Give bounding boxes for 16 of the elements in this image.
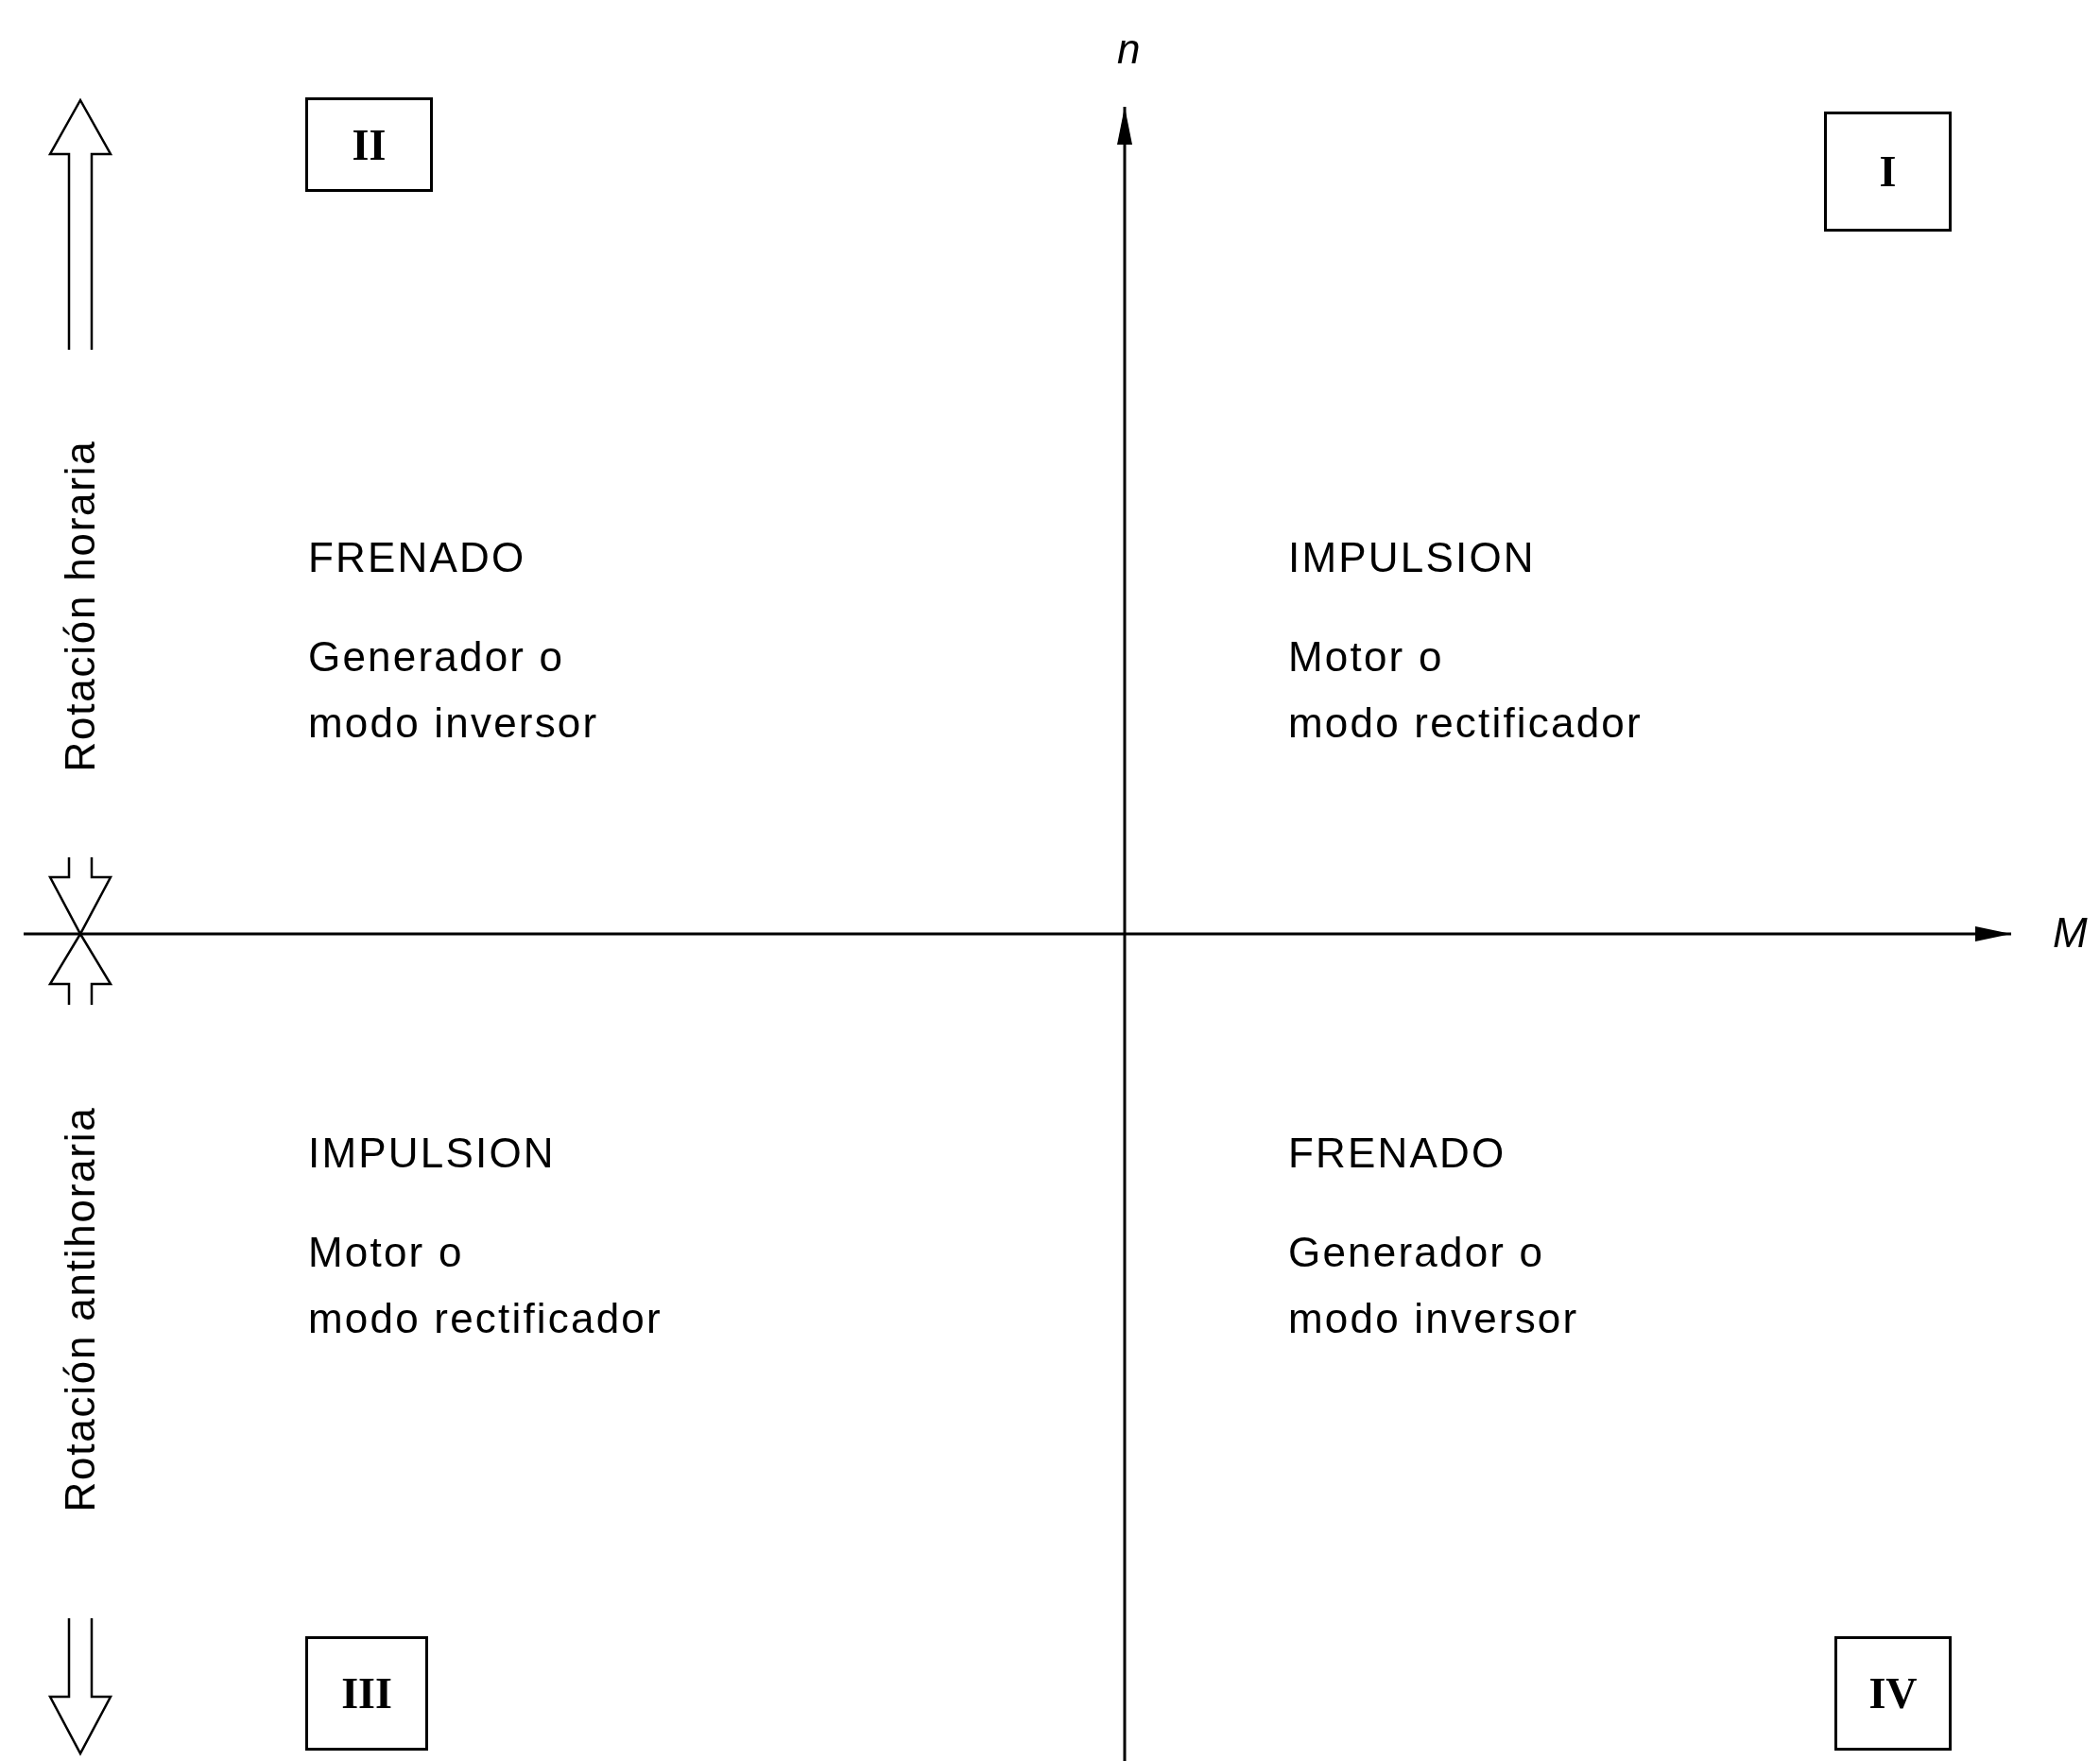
- quadrant-number-box: II: [305, 97, 433, 192]
- axis-label: n: [1117, 28, 1141, 70]
- quadrant-number-box: I: [1824, 112, 1952, 232]
- mode-description: Generador o modo inversor: [308, 632, 599, 749]
- rotation-label: Rotación antihoraria: [60, 1106, 101, 1512]
- quadrant-number-box: IV: [1834, 1636, 1952, 1751]
- mode-heading: FRENADO: [308, 537, 526, 578]
- mode-heading: FRENADO: [1288, 1132, 1506, 1174]
- mode-description: Motor o modo rectificador: [1288, 632, 1643, 749]
- rotation-label: Rotación horaria: [60, 440, 101, 772]
- quadrant-number-box: III: [305, 1636, 428, 1751]
- mode-heading: IMPULSION: [308, 1132, 556, 1174]
- mode-description: Generador o modo inversor: [1288, 1228, 1579, 1344]
- axis-label: M: [2053, 912, 2088, 954]
- mode-heading: IMPULSION: [1288, 537, 1536, 578]
- mode-description: Motor o modo rectificador: [308, 1228, 663, 1344]
